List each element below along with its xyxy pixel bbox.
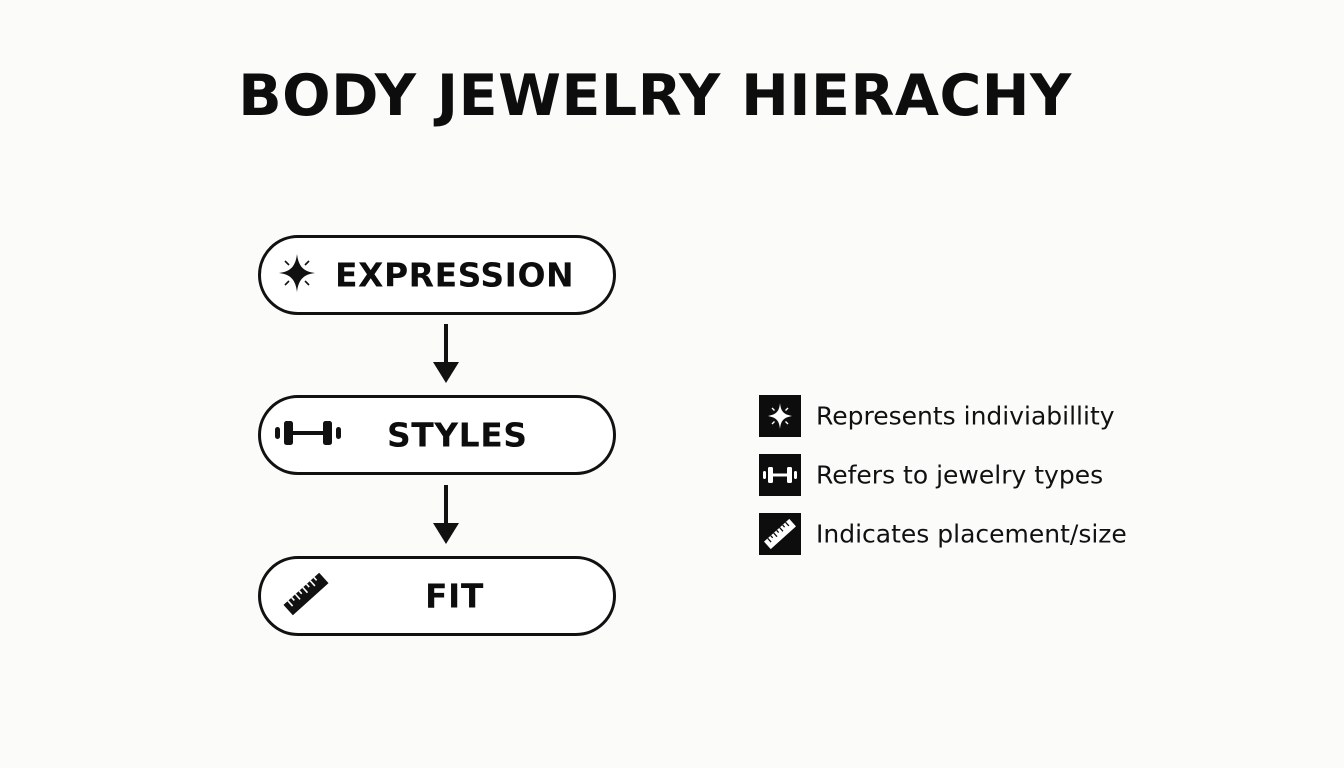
legend-item-styles: Refers to jewelry types [759, 454, 1179, 496]
node-styles: STYLES [258, 395, 616, 475]
diagram-title: BODY JEWELRY HIERACHY [238, 63, 1072, 129]
legend-item-fit: Indicates placement/size [759, 513, 1179, 555]
node-label-fit: FIT [425, 576, 484, 616]
node-fit: FIT [258, 556, 616, 636]
node-expression: EXPRESSION [258, 235, 616, 315]
legend-text-styles: Refers to jewelry types [816, 460, 1104, 490]
node-label-expression: EXPRESSION [335, 255, 575, 295]
ruler-icon [759, 513, 801, 555]
barbell-icon [273, 418, 343, 452]
legend-text-expression: Represents indiviabillity [816, 401, 1115, 431]
ruler-icon [281, 569, 331, 623]
sparkle-icon [759, 395, 801, 437]
sparkle-icon [277, 252, 317, 298]
arrow-expression-to-styles [433, 324, 459, 383]
legend-item-expression: Represents indiviabillity [759, 395, 1179, 437]
arrow-styles-to-fit [433, 485, 459, 544]
legend-text-fit: Indicates placement/size [816, 519, 1127, 549]
barbell-icon [759, 454, 801, 496]
node-label-styles: STYLES [387, 415, 528, 455]
